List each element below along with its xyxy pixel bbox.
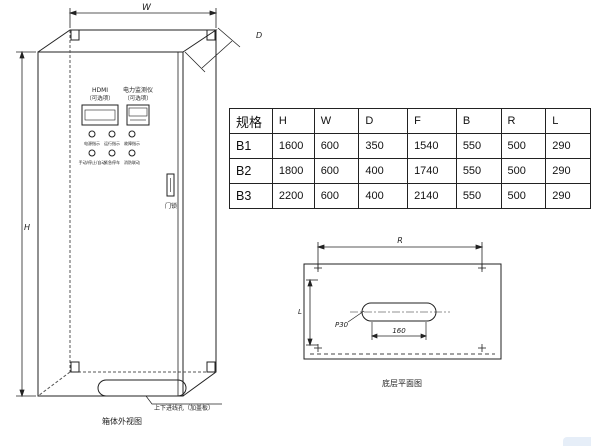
base-plan-caption: 底层平面图 [382,378,422,388]
lifting-lugs [70,29,216,373]
table-cell: 400 [358,158,409,184]
table-cell: 550 [455,158,502,184]
slot-radius-label: P30 [335,321,349,329]
cable-hole-leader [145,395,222,405]
corner-holes [314,264,486,352]
monitor-title: 电力监测仪 [123,86,153,94]
dim-h-label: H [24,223,30,232]
power-monitor [126,104,150,126]
table-header-cell: D [358,108,409,134]
table-cell: 550 [455,133,502,159]
table-cell: 1740 [407,158,457,184]
table-cell: 1540 [407,133,457,159]
table-cell: B1 [229,133,273,159]
table-cell: B3 [229,183,273,209]
indicator-label: 运行指示 [104,140,120,146]
dim-w-label: W [142,3,152,13]
corner-badge [563,437,591,446]
table-header-cell: R [500,108,547,134]
indicator-label: 消防联动 [124,159,140,165]
table-header-cell: F [407,108,457,134]
table-header-cell: 规格 [229,108,273,134]
dim-w-line [68,8,218,28]
cabinet-outline [37,29,218,397]
cable-entry-hole [97,379,187,397]
hmi-optional: （可选项） [86,94,114,102]
table-cell: 600 [313,133,360,159]
table-cell: 2140 [407,183,457,209]
indicator-label: 故障指示 [124,140,140,146]
dim-d-line [184,27,241,73]
door-lock-label: 门锁 [165,202,177,210]
slot-length-label: 160 [392,327,406,335]
table-cell: 1600 [271,133,315,159]
table-cell: 600 [313,183,360,209]
monitor-optional: （可选项） [124,94,152,102]
table-cell: 400 [358,183,409,209]
table-header-cell: L [545,108,591,134]
table-header-cell: W [313,108,360,134]
table-cell: 1800 [271,158,315,184]
indicator-label: 紧急停车 [104,159,120,165]
table-cell: 2200 [271,183,315,209]
indicator-label: 手动/停止/自动 [79,159,106,165]
table-cell: B2 [229,158,273,184]
table-cell: 500 [500,133,547,159]
hmi-screen [81,104,119,126]
base-plan-outline [303,263,502,360]
dim-r-label: R [397,236,403,245]
table-cell: 350 [358,133,409,159]
table-header-cell: H [271,108,315,134]
spec-table: 规格 H W D F B R L B1 1600 600 350 1540 55… [229,108,591,209]
cabinet-view-caption: 箱体外视图 [102,416,142,426]
dim-d-label: D [256,31,262,40]
indicator-label: 电源指示 [84,140,100,146]
table-cell: 290 [545,133,591,159]
dim-r-line [316,242,484,270]
table-row: B2 1800 600 400 1740 550 500 290 [229,158,591,184]
table-cell: 550 [455,183,502,209]
dim-h-line [16,50,36,398]
hmi-title: HDMI [92,87,108,94]
table-header-cell: B [455,108,502,134]
dim-l-line [306,278,318,347]
cable-hole-label: 上下进线孔（加盖板） [154,404,214,412]
indicator-lamps [88,130,136,157]
table-cell: 290 [545,158,591,184]
table-cell: 600 [313,158,360,184]
p30-leader [347,310,365,323]
table-row: B1 1600 600 350 1540 550 500 290 [229,133,591,159]
base-slot [350,302,450,322]
dim-l-label: L [298,308,302,316]
table-cell: 500 [500,183,547,209]
table-row: B3 2200 600 400 2140 550 500 290 [229,183,591,209]
table-cell: 500 [500,158,547,184]
table-header-row: 规格 H W D F B R L [229,108,591,134]
dim-160-line [371,322,427,340]
table-cell: 290 [545,183,591,209]
door-lock-icon [166,173,175,197]
